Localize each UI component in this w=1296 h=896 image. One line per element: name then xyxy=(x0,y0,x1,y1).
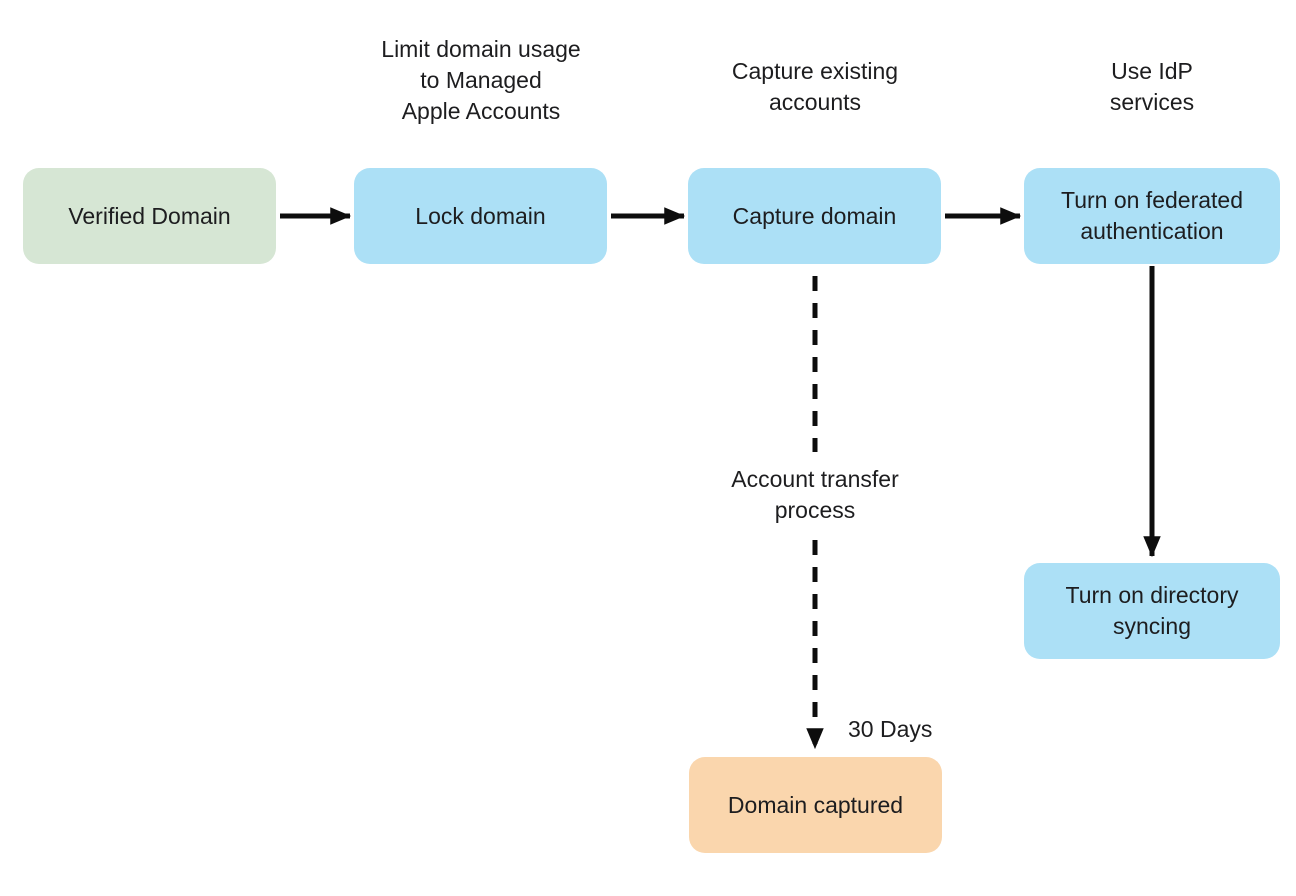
node-label: Lock domain xyxy=(415,202,546,229)
node-label: Domain captured xyxy=(727,791,904,818)
node-lock-domain: Lock domain xyxy=(354,168,607,264)
node-label: Capture domain xyxy=(732,202,897,229)
node-turn-on-federated-authentication: Turn on federated authentication xyxy=(1024,168,1280,264)
node-label: Turn on federated authentication xyxy=(1061,187,1243,244)
edge-label-account-transfer-process: Account transfer process xyxy=(731,466,899,523)
node-label: Turn on directory syncing xyxy=(1065,582,1239,639)
node-domain-captured: Domain captured xyxy=(689,757,942,853)
node-label: Verified Domain xyxy=(68,202,231,229)
caption-capture-existing-accounts: Capture existing accounts xyxy=(731,58,899,115)
node-turn-on-directory-syncing: Turn on directory syncing xyxy=(1024,563,1280,659)
node-verified-domain: Verified Domain xyxy=(23,168,276,264)
caption-use-idp-services: Use IdP services xyxy=(1109,58,1195,115)
edge-label-30-days: 30 Days xyxy=(848,716,933,742)
node-capture-domain: Capture domain xyxy=(688,168,941,264)
caption-limit-domain-usage: Limit domain usage to Managed Apple Acco… xyxy=(381,36,581,124)
